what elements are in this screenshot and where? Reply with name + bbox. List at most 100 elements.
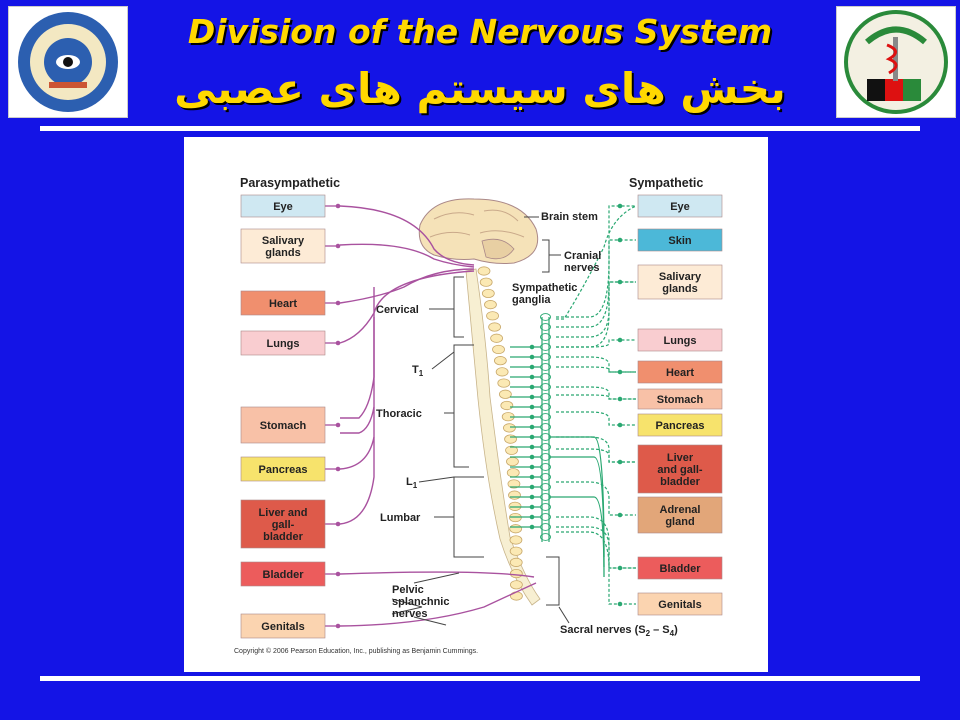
postganglionic-fiber [556,394,636,400]
organ-label: gall- [272,519,295,531]
organ-label: Pancreas [259,464,308,476]
ganglion-dot [617,203,623,209]
left-organ-genitals: Genitals [240,613,326,639]
organ-box [240,406,326,444]
organ-label: Heart [269,298,297,310]
ganglion [540,423,551,431]
left-organ-bladder: Bladder [240,561,326,587]
sacral-text: Sacral nerves (S [560,624,646,636]
vertebra [509,557,523,567]
ganglion-dot [529,434,535,440]
sacral-sub-2: 2 [646,629,651,638]
organ-box [240,194,326,218]
cranial-nerves-label-2: nerves [564,262,599,274]
organ-label: Heart [666,367,694,379]
ganglion-dot [335,340,341,346]
vertebra [479,277,493,287]
ganglion-dot [617,337,623,343]
ganglion-dot [529,494,535,500]
ganglion [540,443,551,451]
ganglion-dot [529,354,535,360]
organ-box [240,228,326,264]
ganglion [540,313,551,321]
ganglion-dot [335,571,341,577]
copyright-note: Copyright © 2006 Pearson Education, Inc.… [234,647,478,655]
organ-label: Genitals [658,599,701,611]
organ-box [240,330,326,356]
ganglion-dot [529,374,535,380]
ganglion-dot [617,512,623,518]
ganglion-dot [335,203,341,209]
ganglion-dot [529,484,535,490]
vertebra [488,322,502,332]
organ-label: Genitals [261,621,304,633]
organ-label: glands [265,247,300,259]
ganglion-dot [617,422,623,428]
vertebra [481,288,495,299]
ganglion-dot [529,454,535,460]
ganglion-dot [529,384,535,390]
organ-label: Lungs [664,335,697,347]
brain [418,198,539,264]
sympathetic-ganglia-label-1: Sympathetic [512,282,577,294]
vertebra [507,479,521,489]
t1-letter: T [412,364,419,376]
vertebra [498,389,512,399]
ganglion-dot [529,414,535,420]
cranial-nerves-label-1: Cranial [564,250,601,262]
ganglion [540,363,551,371]
parasympathetic-nerve [339,436,375,470]
sympathetic-organs: EyeSkinSalivaryglandsLungsHeartStomachPa… [637,194,723,616]
ganglion-dot [529,344,535,350]
parasympathetic-nerve [340,406,375,434]
sacral-nerves-label: Sacral nerves (S2 – S4) [560,624,678,638]
sacral-sub-4: 4 [670,629,675,638]
organ-box [637,592,723,616]
parasympathetic-nerve [339,317,375,525]
ganglion-dot [617,279,623,285]
ganglion [540,403,551,411]
organ-label: and gall- [657,464,703,476]
organ-label: bladder [263,531,303,543]
ganglion-dot [335,300,341,306]
ganglion [540,513,551,521]
parasympathetic-heading: Parasympathetic [240,176,340,190]
sacral-close: ) [674,624,678,636]
ganglion-dot [529,404,535,410]
organ-box [637,328,723,352]
organ-box [240,499,326,549]
postganglionic-fiber [556,205,637,320]
right-organ-skin: Skin [637,228,723,252]
t1-subscript: 1 [419,369,424,378]
ganglion-dot [335,422,341,428]
postganglionic-fiber [556,516,636,569]
ganglion-dot [529,504,535,510]
ganglion-dot [335,466,341,472]
ganglion [540,353,551,361]
ganglion [540,323,551,331]
right-organ-bladder: Bladder [637,556,723,580]
ganglion-dot [529,424,535,430]
vertebra [509,580,523,590]
organ-box [637,444,723,494]
thoracic-label: Thoracic [376,408,422,420]
organ-box [637,388,723,410]
nervous-system-diagram: Parasympathetic Sympathetic [184,137,768,672]
vertebra [508,501,522,511]
l1-letter: L [406,476,413,488]
medical-logo [836,6,956,118]
label-leader [413,616,447,626]
organ-label: Adrenal [660,504,701,516]
organ-label: Bladder [263,569,305,581]
organ-label: bladder [660,476,700,488]
organ-label: glands [662,283,697,295]
vertebra [492,344,505,355]
postganglionic-fiber [556,281,636,348]
vertebra [509,546,523,556]
right-organ-stomach: Stomach [637,388,723,410]
organ-box [637,413,723,437]
organ-box [637,496,723,534]
